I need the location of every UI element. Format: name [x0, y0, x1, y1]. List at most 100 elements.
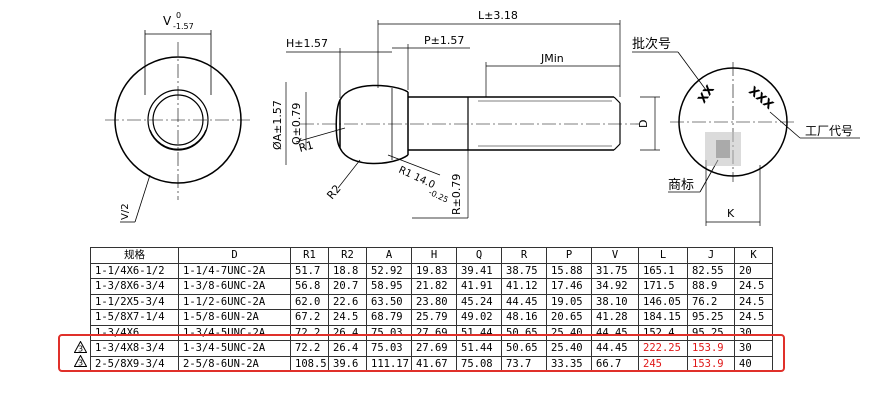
- head-marking-view: [632, 51, 860, 226]
- table-cell: 1-1/2-6UNC-2A: [178, 293, 291, 310]
- table-cell: 1-1/4-7UNC-2A: [178, 262, 291, 279]
- column-header: 规格: [90, 247, 179, 264]
- table-cell: 1-5/8X7-1/4: [90, 309, 179, 326]
- table-cell: 50.65: [501, 340, 547, 357]
- label-brand: 商标: [668, 178, 694, 193]
- table-cell: 20.65: [546, 309, 592, 326]
- label-batch: 批次号: [632, 36, 671, 52]
- table-cell: 21.82: [411, 278, 457, 295]
- column-header: Q: [456, 247, 502, 264]
- table-cell: 68.79: [366, 309, 412, 326]
- revision-triangle-icon: 3: [74, 355, 87, 367]
- dim-j: JMin: [540, 52, 564, 65]
- dim-r: R±0.79: [450, 174, 463, 215]
- table-cell: 17.46: [546, 278, 592, 295]
- column-header: V: [591, 247, 639, 264]
- table-cell: 1-3/8-6UNC-2A: [178, 278, 291, 295]
- table-cell: 52.92: [366, 262, 412, 279]
- table-cell: 171.5: [638, 278, 688, 295]
- column-header: R2: [328, 247, 367, 264]
- table-cell: 1-3/8X6-3/4: [90, 278, 179, 295]
- revision-triangle-icon: 3: [74, 341, 87, 353]
- dim-p: P±1.57: [424, 34, 464, 47]
- table-cell: 88.9: [687, 278, 735, 295]
- table-cell: 75.08: [456, 355, 502, 372]
- column-header: H: [411, 247, 457, 264]
- column-header: P: [546, 247, 592, 264]
- table-cell: 31.75: [591, 262, 639, 279]
- dim-r1-14-low: -0.25: [427, 188, 450, 205]
- table-cell: 62.0: [290, 293, 329, 310]
- table-cell: 63.50: [366, 293, 412, 310]
- dim-r2: R2: [324, 182, 343, 202]
- svg-text:3: 3: [78, 345, 83, 354]
- mark-xx: XX: [695, 82, 718, 106]
- label-factory: 工厂代号: [805, 124, 853, 138]
- dim-v-lower: -1.57: [173, 22, 194, 31]
- svg-text:3: 3: [78, 359, 83, 368]
- table-cell: 23.80: [411, 293, 457, 310]
- column-header: K: [734, 247, 773, 264]
- table-cell: 72.2: [290, 340, 329, 357]
- column-header: R1: [290, 247, 329, 264]
- table-cell: 19.05: [546, 293, 592, 310]
- table-cell: 38.75: [501, 262, 547, 279]
- dim-q: Q±0.79: [290, 103, 303, 145]
- table-cell: 2-5/8-6UN-2A: [178, 355, 291, 372]
- table-cell: 82.55: [687, 262, 735, 279]
- table-cell: 184.15: [638, 309, 688, 326]
- table-cell: 25.79: [411, 309, 457, 326]
- table-cell: 41.28: [591, 309, 639, 326]
- table-cell: 76.2: [687, 293, 735, 310]
- mark-xxx: XXX: [746, 84, 777, 113]
- table-cell: 56.8: [290, 278, 329, 295]
- table-cell: 34.92: [591, 278, 639, 295]
- table-cell: 48.16: [501, 309, 547, 326]
- table-cell: 58.95: [366, 278, 412, 295]
- column-header: L: [638, 247, 688, 264]
- table-cell: 165.1: [638, 262, 688, 279]
- dim-v-half: V/2: [120, 203, 131, 220]
- table-cell: 67.2: [290, 309, 329, 326]
- table-cell: 15.88: [546, 262, 592, 279]
- table-cell: 44.45: [501, 293, 547, 310]
- end-view: [105, 30, 250, 223]
- highlight-box: [58, 334, 785, 372]
- table-cell: 20.7: [328, 278, 367, 295]
- column-header: J: [687, 247, 735, 264]
- table-cell: 24.5: [328, 309, 367, 326]
- dim-v-upper: 0: [176, 11, 181, 20]
- table-cell: 49.02: [456, 309, 502, 326]
- column-header: A: [366, 247, 412, 264]
- table-cell: 51.44: [456, 340, 502, 357]
- column-header: R: [501, 247, 547, 264]
- table-cell: 95.25: [687, 309, 735, 326]
- table-cell: 41.67: [411, 355, 457, 372]
- table-cell: 41.91: [456, 278, 502, 295]
- table-cell: 24.5: [734, 278, 773, 295]
- table-cell: 18.8: [328, 262, 367, 279]
- dim-k: K: [727, 207, 735, 220]
- dim-r1: R1: [297, 139, 315, 155]
- table-cell: 22.6: [328, 293, 367, 310]
- column-header: D: [178, 247, 291, 264]
- table-cell: 73.7: [501, 355, 547, 372]
- table-cell: 51.7: [290, 262, 329, 279]
- table-cell: 24.5: [734, 309, 773, 326]
- table-cell: 38.10: [591, 293, 639, 310]
- table-cell: 19.83: [411, 262, 457, 279]
- table-cell: 24.5: [734, 293, 773, 310]
- technical-drawing: V 0 -1.57 H±1.57 P±1.57 L±3.18 JMin D ØA…: [105, 9, 860, 226]
- table-cell: 39.41: [456, 262, 502, 279]
- table-cell: 1-1/2X5-3/4: [90, 293, 179, 310]
- dim-a: ØA±1.57: [271, 100, 284, 150]
- dim-l: L±3.18: [478, 9, 518, 22]
